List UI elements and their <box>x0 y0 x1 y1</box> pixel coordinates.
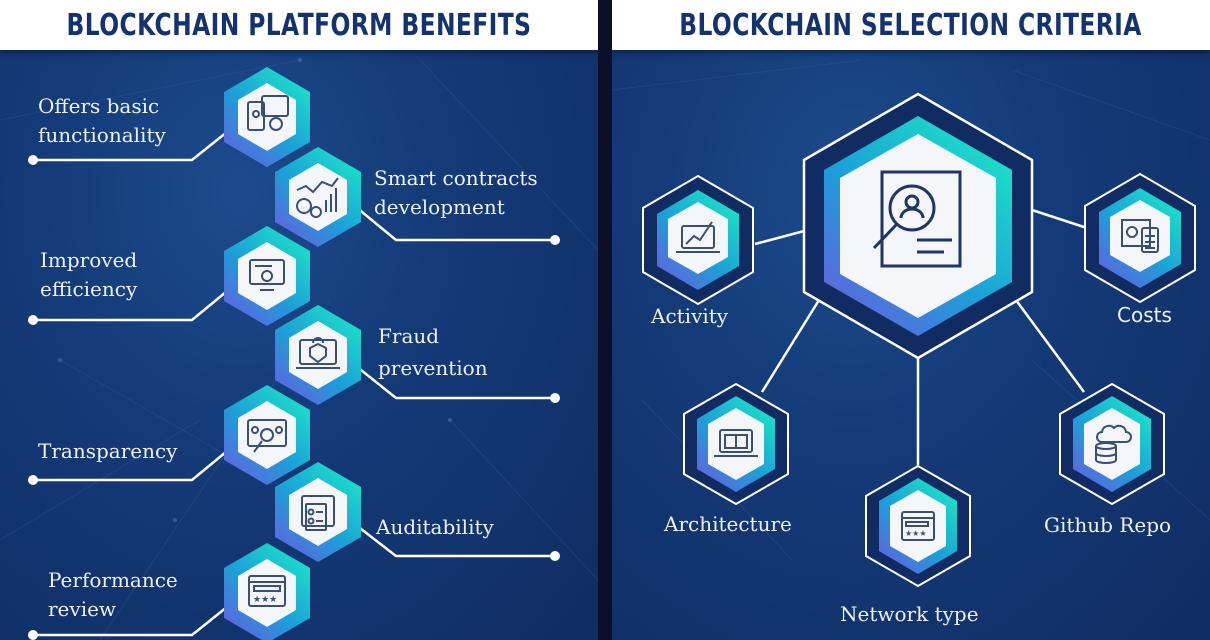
hex-improved-efficiency <box>224 226 310 326</box>
benefits-title: BLOCKCHAIN PLATFORM BENEFITS <box>66 7 532 43</box>
label-line: Performance <box>48 568 178 592</box>
benefit-label-transparency: Transparency <box>38 437 177 466</box>
blueprint-calculator-icon <box>1121 219 1159 253</box>
benefit-label-offers-basic: Offers basic functionality <box>38 92 166 150</box>
cloud-database-icon <box>1095 424 1132 464</box>
label-line: Improved <box>40 248 138 272</box>
label-line: development <box>374 195 505 219</box>
benefits-panel: BLOCKCHAIN PLATFORM BENEFITS <box>0 0 598 640</box>
svg-text:★★★: ★★★ <box>905 529 927 538</box>
monitor-settings-icon <box>249 259 285 291</box>
hex-network-type: ★★★ <box>865 464 971 588</box>
criteria-label-costs: Costs <box>1117 303 1172 327</box>
center-hex <box>802 92 1034 360</box>
hex-auditability <box>275 462 361 562</box>
hex-github-repo <box>1059 382 1165 506</box>
criteria-header: BLOCKCHAIN SELECTION CRITERIA <box>612 0 1210 50</box>
laptop-blueprint-icon <box>714 429 758 457</box>
criteria-connectors <box>754 208 1088 465</box>
benefit-label-improved-efficiency: Improved efficiency <box>40 246 137 304</box>
selection-criteria-panel: BLOCKCHAIN SELECTION CRITERIA <box>612 0 1210 640</box>
svg-text:★★★: ★★★ <box>253 595 277 605</box>
browser-star-rating-icon: ★★★ <box>248 575 286 607</box>
hex-fraud-prevention <box>275 305 361 405</box>
criteria-label-architecture: Architecture <box>664 512 792 536</box>
criteria-diagram: ★★★ <box>612 59 1210 588</box>
label-line: Transparency <box>38 439 178 463</box>
hex-performance-review: ★★★ <box>224 543 310 640</box>
hex-smart-contracts <box>275 147 361 247</box>
browser-star-rating-icon: ★★★ <box>901 511 935 541</box>
label-line: prevention <box>378 356 488 380</box>
hex-offers-basic <box>224 67 310 167</box>
label-line: Fraud <box>378 324 440 348</box>
document-user-search-icon <box>872 170 962 268</box>
gears-growth-chart-icon <box>296 177 339 218</box>
label-line: efficiency <box>40 277 138 301</box>
label-line: Offers basic <box>38 94 160 118</box>
criteria-title: BLOCKCHAIN SELECTION CRITERIA <box>679 7 1143 43</box>
hex-transparency <box>224 385 310 485</box>
benefit-label-fraud-prevention: Fraud prevention <box>378 320 488 384</box>
benefit-hexagons: ★★★ <box>224 67 361 640</box>
hex-costs <box>1084 172 1196 304</box>
benefits-header: BLOCKCHAIN PLATFORM BENEFITS <box>0 0 598 50</box>
mobile-cloud-settings-icon <box>247 95 289 131</box>
document-checklist-icon <box>301 495 335 531</box>
benefit-label-performance-review: Performance review <box>48 566 178 624</box>
criteria-label-github-repo: Github Repo <box>1044 513 1172 537</box>
benefit-label-auditability: Auditability <box>376 513 494 542</box>
criteria-label-network-type: Network type <box>840 602 979 626</box>
label-line: functionality <box>38 123 166 147</box>
panel-divider <box>598 0 612 640</box>
hex-architecture <box>683 382 789 506</box>
laptop-growth-chart-icon <box>676 221 720 253</box>
label-line: Auditability <box>376 515 494 539</box>
people-magnifier-icon <box>247 419 287 453</box>
label-line: review <box>48 597 117 621</box>
benefit-label-smart-contracts: Smart contracts development <box>374 164 538 222</box>
benefit-connectors <box>28 127 560 640</box>
label-line: Smart contracts <box>374 166 538 190</box>
criteria-label-activity: Activity <box>651 304 729 328</box>
hex-activity <box>642 174 754 306</box>
laptop-shield-lock-icon <box>296 337 340 369</box>
